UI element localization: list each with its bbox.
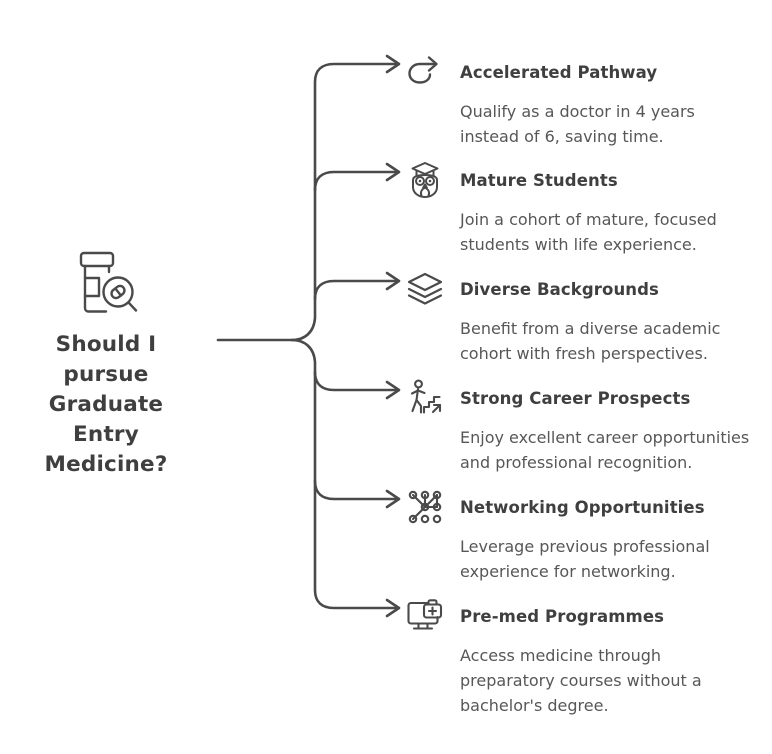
branch-description: Enjoy excellent career opportunities and… xyxy=(460,428,750,472)
branch-item-accelerated-pathway[interactable]: Accelerated Pathway Qualify as a doctor … xyxy=(405,56,765,149)
branch-title: Pre-med Programmes xyxy=(460,607,665,626)
branch-item-strong-career-prospects[interactable]: Strong Career Prospects Enjoy excellent … xyxy=(405,379,765,475)
arrowhead-5 xyxy=(385,489,401,509)
branch-item-diverse-backgrounds[interactable]: Diverse Backgrounds Benefit from a diver… xyxy=(405,272,765,366)
owl-graduate-icon xyxy=(411,162,439,198)
arrowhead-3 xyxy=(385,271,401,291)
connector-spine-upper xyxy=(290,62,400,342)
arrowhead-6 xyxy=(385,598,401,618)
branch-title: Mature Students xyxy=(460,171,618,190)
monitor-medical-kit-icon xyxy=(407,599,443,630)
branch-description: Access medicine through preparatory cour… xyxy=(460,646,702,715)
arrowhead-2 xyxy=(385,162,401,182)
branch-title: Networking Opportunities xyxy=(460,498,705,517)
branch-title: Strong Career Prospects xyxy=(460,389,691,408)
arrowhead-4 xyxy=(385,380,401,400)
branch-description: Qualify as a doctor in 4 years instead o… xyxy=(460,102,695,146)
branch-item-networking-opportunities[interactable]: Networking Opportunities Leverage previo… xyxy=(405,490,765,584)
branch-description: Join a cohort of mature, focused student… xyxy=(460,210,717,254)
branch-description: Benefit from a diverse academic cohort w… xyxy=(460,319,721,363)
branch-title: Accelerated Pathway xyxy=(460,63,658,82)
arrowhead-1 xyxy=(385,54,401,74)
branch-item-pre-med-programmes[interactable]: Pre-med Programmes Access medicine throu… xyxy=(405,599,765,718)
branch-title: Diverse Backgrounds xyxy=(460,280,659,299)
stacked-layers-icon xyxy=(407,272,443,305)
network-nodes-icon xyxy=(408,490,442,524)
connector-branch-2 xyxy=(313,170,400,192)
connector-spine-lower xyxy=(290,338,400,610)
connector-branch-5 xyxy=(313,479,400,501)
branch-description: Leverage previous professional experienc… xyxy=(460,537,710,581)
person-climbing-stairs-icon xyxy=(410,379,442,414)
connector-branch-3 xyxy=(313,279,400,301)
connector-branch-4 xyxy=(313,370,400,392)
branch-item-mature-students[interactable]: Mature Students Join a cohort of mature,… xyxy=(405,162,765,257)
pill-bottle-magnifier-icon xyxy=(79,251,138,313)
curved-arrow-icon xyxy=(408,56,438,84)
